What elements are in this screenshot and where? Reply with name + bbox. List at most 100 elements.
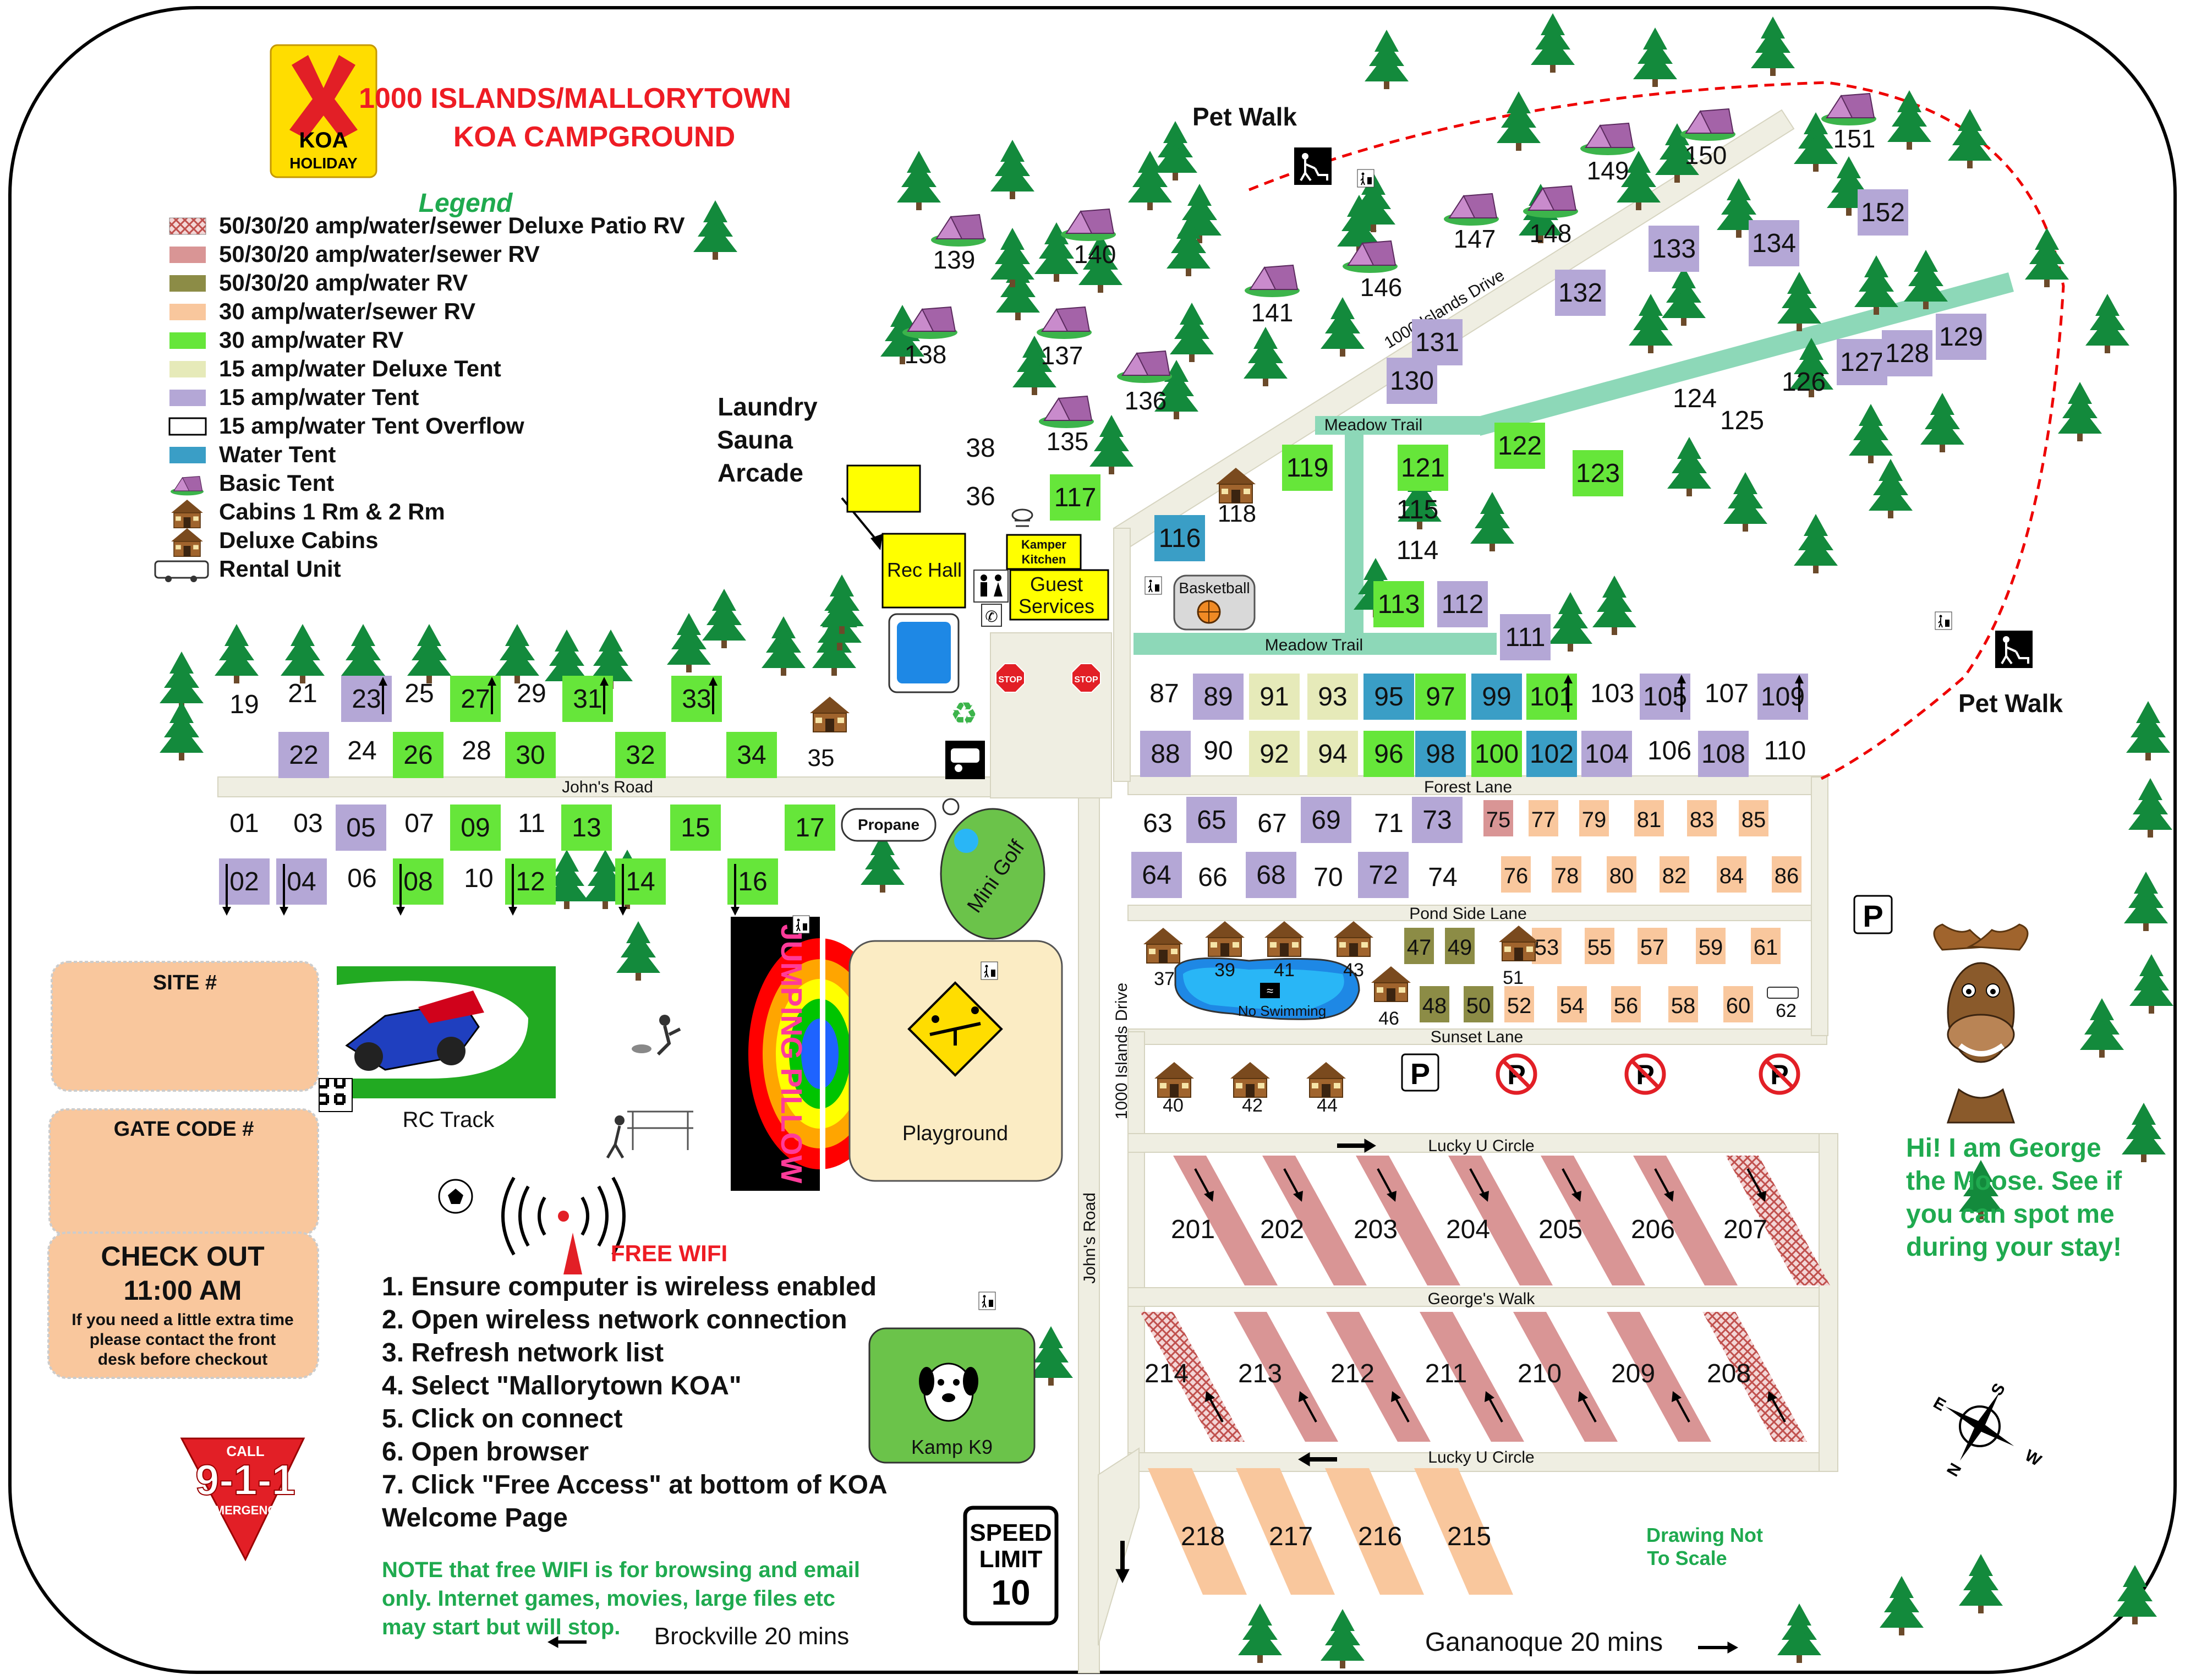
site-box-55: 55 bbox=[1585, 928, 1614, 964]
svg-text:37: 37 bbox=[1154, 968, 1175, 989]
svg-text:84: 84 bbox=[1719, 864, 1744, 888]
svg-text:9-1-1: 9-1-1 bbox=[195, 1455, 295, 1504]
svg-text:30: 30 bbox=[516, 741, 545, 770]
svg-text:49: 49 bbox=[1448, 935, 1472, 960]
svg-text:Rental Unit: Rental Unit bbox=[219, 556, 341, 582]
svg-text:50: 50 bbox=[1466, 994, 1491, 1018]
site-box-65: 65 bbox=[1186, 797, 1237, 843]
svg-text:81: 81 bbox=[1637, 808, 1662, 832]
svg-text:JUMPING PILLOW: JUMPING PILLOW bbox=[775, 924, 808, 1184]
wifi-step: 1. Ensure computer is wireless enabled bbox=[382, 1272, 877, 1301]
site-box-04: 04 bbox=[276, 858, 327, 916]
pet-walk-icon-top bbox=[1293, 146, 1333, 186]
legend-heading: Legend bbox=[419, 189, 513, 218]
tent-site-150: 150 bbox=[1680, 108, 1736, 169]
svg-text:30 amp/water/sewer RV: 30 amp/water/sewer RV bbox=[219, 298, 475, 324]
site-number-66: 66 bbox=[1198, 863, 1227, 892]
site-box-09: 09 bbox=[450, 805, 501, 851]
svg-text:75: 75 bbox=[1486, 808, 1511, 832]
svg-text:SPEED: SPEED bbox=[970, 1519, 1052, 1546]
svg-text:09: 09 bbox=[461, 813, 490, 842]
phone-icon: ✆ bbox=[981, 604, 1002, 627]
stop-sign-right: STOP bbox=[1071, 663, 1101, 693]
svg-text:58: 58 bbox=[1671, 994, 1696, 1018]
site-number-11: 11 bbox=[518, 809, 545, 838]
patio-site-206: 206 bbox=[1631, 1156, 1738, 1285]
svg-text:57: 57 bbox=[1640, 935, 1665, 960]
svg-text:02: 02 bbox=[229, 867, 259, 896]
rental-trailer-icon bbox=[945, 741, 985, 779]
site-box-128: 128 bbox=[1882, 330, 1932, 376]
svg-text:136: 136 bbox=[1125, 386, 1167, 415]
site-number-28: 28 bbox=[462, 736, 491, 765]
site-box-59: 59 bbox=[1696, 928, 1726, 964]
svg-text:16: 16 bbox=[738, 867, 767, 896]
no-parking-icon: P bbox=[1759, 1053, 1800, 1095]
patio-site-207: 207 bbox=[1723, 1156, 1830, 1285]
svg-text:46: 46 bbox=[1378, 1008, 1399, 1029]
wifi-icon bbox=[501, 1176, 626, 1274]
site-number-71: 71 bbox=[1374, 809, 1403, 838]
site-box-121: 121 bbox=[1398, 445, 1448, 491]
site-box-15: 15 bbox=[670, 805, 721, 851]
svg-text:Kitchen: Kitchen bbox=[1022, 552, 1066, 566]
cabin-site-37: 37 bbox=[1143, 927, 1184, 989]
svg-text:55: 55 bbox=[1587, 935, 1612, 960]
svg-text:151: 151 bbox=[1833, 124, 1876, 153]
site-box-27: 27 bbox=[450, 676, 501, 722]
svg-text:113: 113 bbox=[1378, 590, 1420, 619]
svg-text:121: 121 bbox=[1401, 453, 1445, 483]
svg-text:213: 213 bbox=[1238, 1359, 1282, 1388]
svg-text:Propane: Propane bbox=[858, 816, 919, 833]
svg-text:215: 215 bbox=[1447, 1522, 1491, 1551]
svg-text:Sauna: Sauna bbox=[717, 425, 793, 454]
svg-text:✆: ✆ bbox=[985, 608, 998, 625]
svg-text:205: 205 bbox=[1538, 1215, 1582, 1244]
svg-text:05: 05 bbox=[346, 813, 375, 842]
svg-text:98: 98 bbox=[1426, 740, 1455, 769]
trash-icon bbox=[981, 961, 998, 980]
svg-text:95: 95 bbox=[1374, 682, 1403, 712]
site-box-85: 85 bbox=[1739, 800, 1768, 836]
kamp-k9: Kamp K9 bbox=[868, 1327, 1036, 1464]
site-box-84: 84 bbox=[1717, 856, 1746, 893]
site-box-72: 72 bbox=[1358, 852, 1409, 898]
svg-text:211: 211 bbox=[1425, 1359, 1467, 1388]
site-box-97: 97 bbox=[1415, 674, 1466, 720]
svg-text:23: 23 bbox=[352, 685, 381, 714]
site-box-77: 77 bbox=[1529, 800, 1558, 836]
svg-text:32: 32 bbox=[626, 741, 655, 770]
islands-drive-vertical-label: 1000 Islands Drive bbox=[1113, 983, 1131, 1119]
svg-text:50/30/20 amp/water/sewer RV: 50/30/20 amp/water/sewer RV bbox=[219, 241, 540, 267]
svg-text:204: 204 bbox=[1446, 1215, 1490, 1244]
svg-text:41: 41 bbox=[1274, 960, 1295, 981]
laundry-label: Laundry Sauna Arcade bbox=[717, 392, 883, 550]
svg-text:Basketball: Basketball bbox=[1179, 579, 1250, 597]
site-box-101: 101 bbox=[1526, 674, 1577, 720]
site-box-12: 12 bbox=[505, 858, 556, 916]
tent-site-138: 138 bbox=[902, 307, 958, 369]
lucky-u-circle-top-label: Lucky U Circle bbox=[1428, 1137, 1534, 1155]
site-box-81: 81 bbox=[1634, 800, 1664, 836]
site-number-38: 38 bbox=[966, 434, 995, 463]
svg-text:61: 61 bbox=[1754, 935, 1778, 960]
wifi-step: 7. Click "Free Access" at bottom of KOA bbox=[382, 1470, 888, 1500]
svg-text:209: 209 bbox=[1611, 1359, 1655, 1388]
site-box-68: 68 bbox=[1246, 852, 1296, 898]
svg-text:LIMIT: LIMIT bbox=[979, 1546, 1043, 1573]
svg-text:15 amp/water Tent Overflow: 15 amp/water Tent Overflow bbox=[219, 413, 524, 439]
svg-text:CHECK OUT: CHECK OUT bbox=[101, 1241, 264, 1272]
svg-text:35: 35 bbox=[808, 745, 835, 771]
svg-text:40: 40 bbox=[1163, 1095, 1184, 1116]
svg-text:201: 201 bbox=[1171, 1215, 1215, 1244]
svg-text:69: 69 bbox=[1311, 806, 1340, 835]
svg-text:83: 83 bbox=[1690, 808, 1715, 832]
pet-walk-icon-right bbox=[1994, 630, 2034, 669]
svg-text:11:00 AM: 11:00 AM bbox=[124, 1275, 242, 1306]
svg-text:108: 108 bbox=[1701, 740, 1745, 769]
site-box-113: 113 bbox=[1373, 581, 1424, 627]
trash-icon bbox=[1357, 169, 1374, 188]
svg-text:208: 208 bbox=[1707, 1359, 1751, 1388]
wifi-step: Welcome Page bbox=[382, 1503, 568, 1533]
